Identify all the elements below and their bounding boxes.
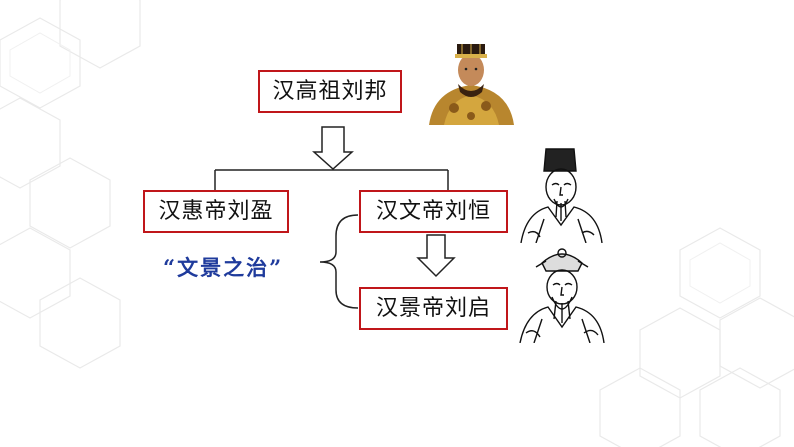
node-huidi: 汉惠帝刘盈 [143, 190, 289, 233]
node-wendi: 汉文帝刘恒 [359, 190, 508, 233]
portrait-gaozu-image [424, 40, 519, 125]
wenjing-annotation: “文景之治” [163, 255, 284, 280]
brace-icon [319, 214, 359, 309]
arrow-down-icon-2 [416, 234, 456, 278]
node-jingdi: 汉景帝刘启 [359, 287, 508, 330]
node-gaozu: 汉高祖刘邦 [258, 70, 402, 113]
portrait-jingdi-image [516, 243, 608, 343]
arrow-down-icon [312, 126, 354, 171]
portrait-wendi-image [516, 145, 606, 243]
